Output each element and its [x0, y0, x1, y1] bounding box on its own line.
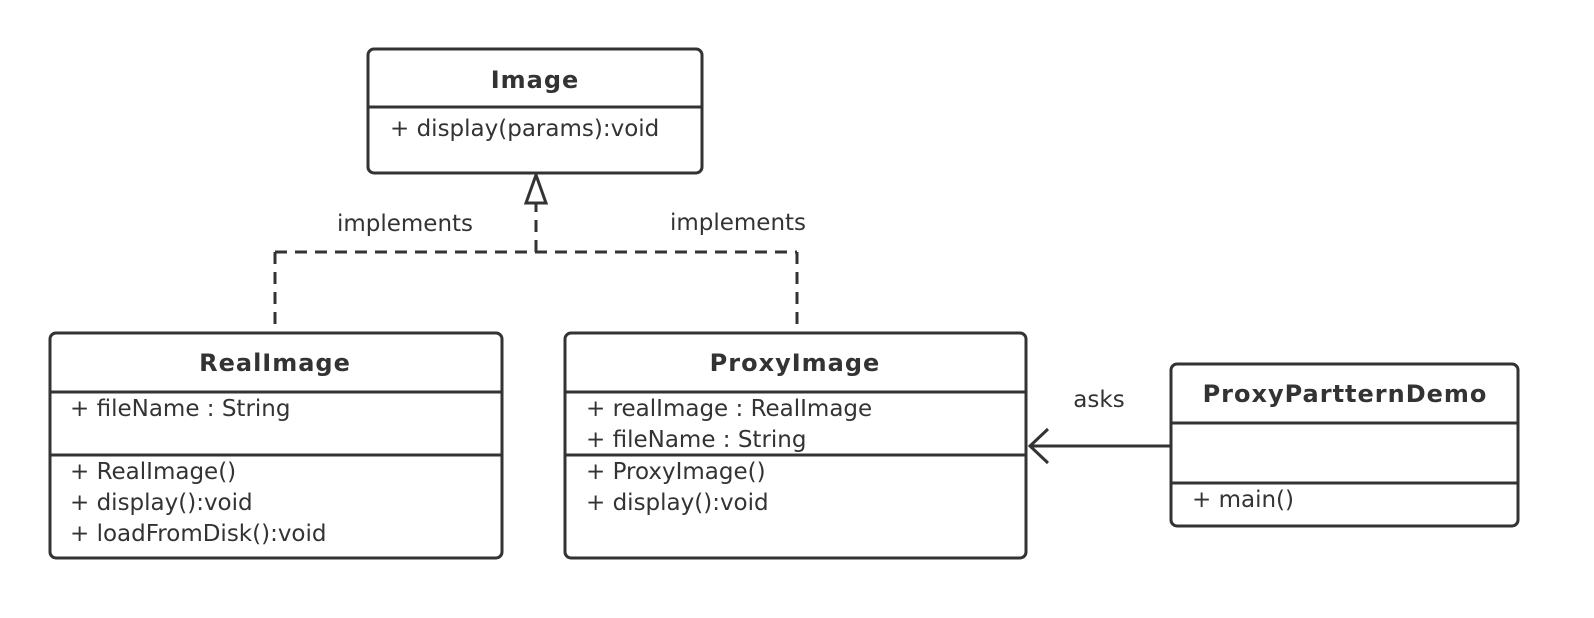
class-proxy-pattern-demo[interactable]: ProxyPartternDemo + main(): [1169, 362, 1520, 528]
class-image[interactable]: Image + display(params):void: [366, 47, 704, 175]
class-proxy-image-attribute: + realImage : RealImage: [586, 396, 872, 422]
class-proxy-image-frame: [563, 331, 1028, 560]
class-demo-name: ProxyPartternDemo: [1203, 380, 1488, 408]
class-real-image-name: RealImage: [199, 349, 351, 377]
class-real-image[interactable]: RealImage + fileName : String + RealImag…: [48, 331, 504, 560]
class-proxy-image-method: + display():void: [586, 490, 769, 516]
class-image-name: Image: [491, 66, 580, 94]
real-image-implements-label: implements: [337, 211, 473, 237]
class-image-frame: [366, 47, 704, 175]
proxy-image-implements-label: implements: [670, 210, 806, 236]
class-real-image-method: + display():void: [70, 490, 253, 516]
class-real-image-attribute: + fileName : String: [70, 396, 290, 422]
asks-label: asks: [1073, 387, 1124, 413]
class-real-image-method: + loadFromDisk():void: [70, 521, 327, 547]
association-connector: [1027, 427, 1171, 465]
class-proxy-image-attribute: + fileName : String: [586, 427, 806, 453]
class-real-image-frame: [48, 331, 504, 560]
class-demo-method: + main(): [1192, 487, 1294, 513]
open-arrowhead-icon: [1027, 427, 1050, 465]
class-proxy-image-method: + ProxyImage(): [586, 459, 766, 485]
class-image-method: + display(params):void: [390, 116, 659, 142]
class-proxy-image[interactable]: ProxyImage + realImage : RealImage + fil…: [563, 331, 1028, 560]
class-proxy-image-name: ProxyImage: [710, 349, 881, 377]
realization-arrowhead-icon: [523, 170, 549, 205]
class-demo-frame: [1169, 362, 1520, 528]
class-real-image-method: + RealImage(): [70, 459, 236, 485]
realization-connector: [273, 170, 799, 333]
